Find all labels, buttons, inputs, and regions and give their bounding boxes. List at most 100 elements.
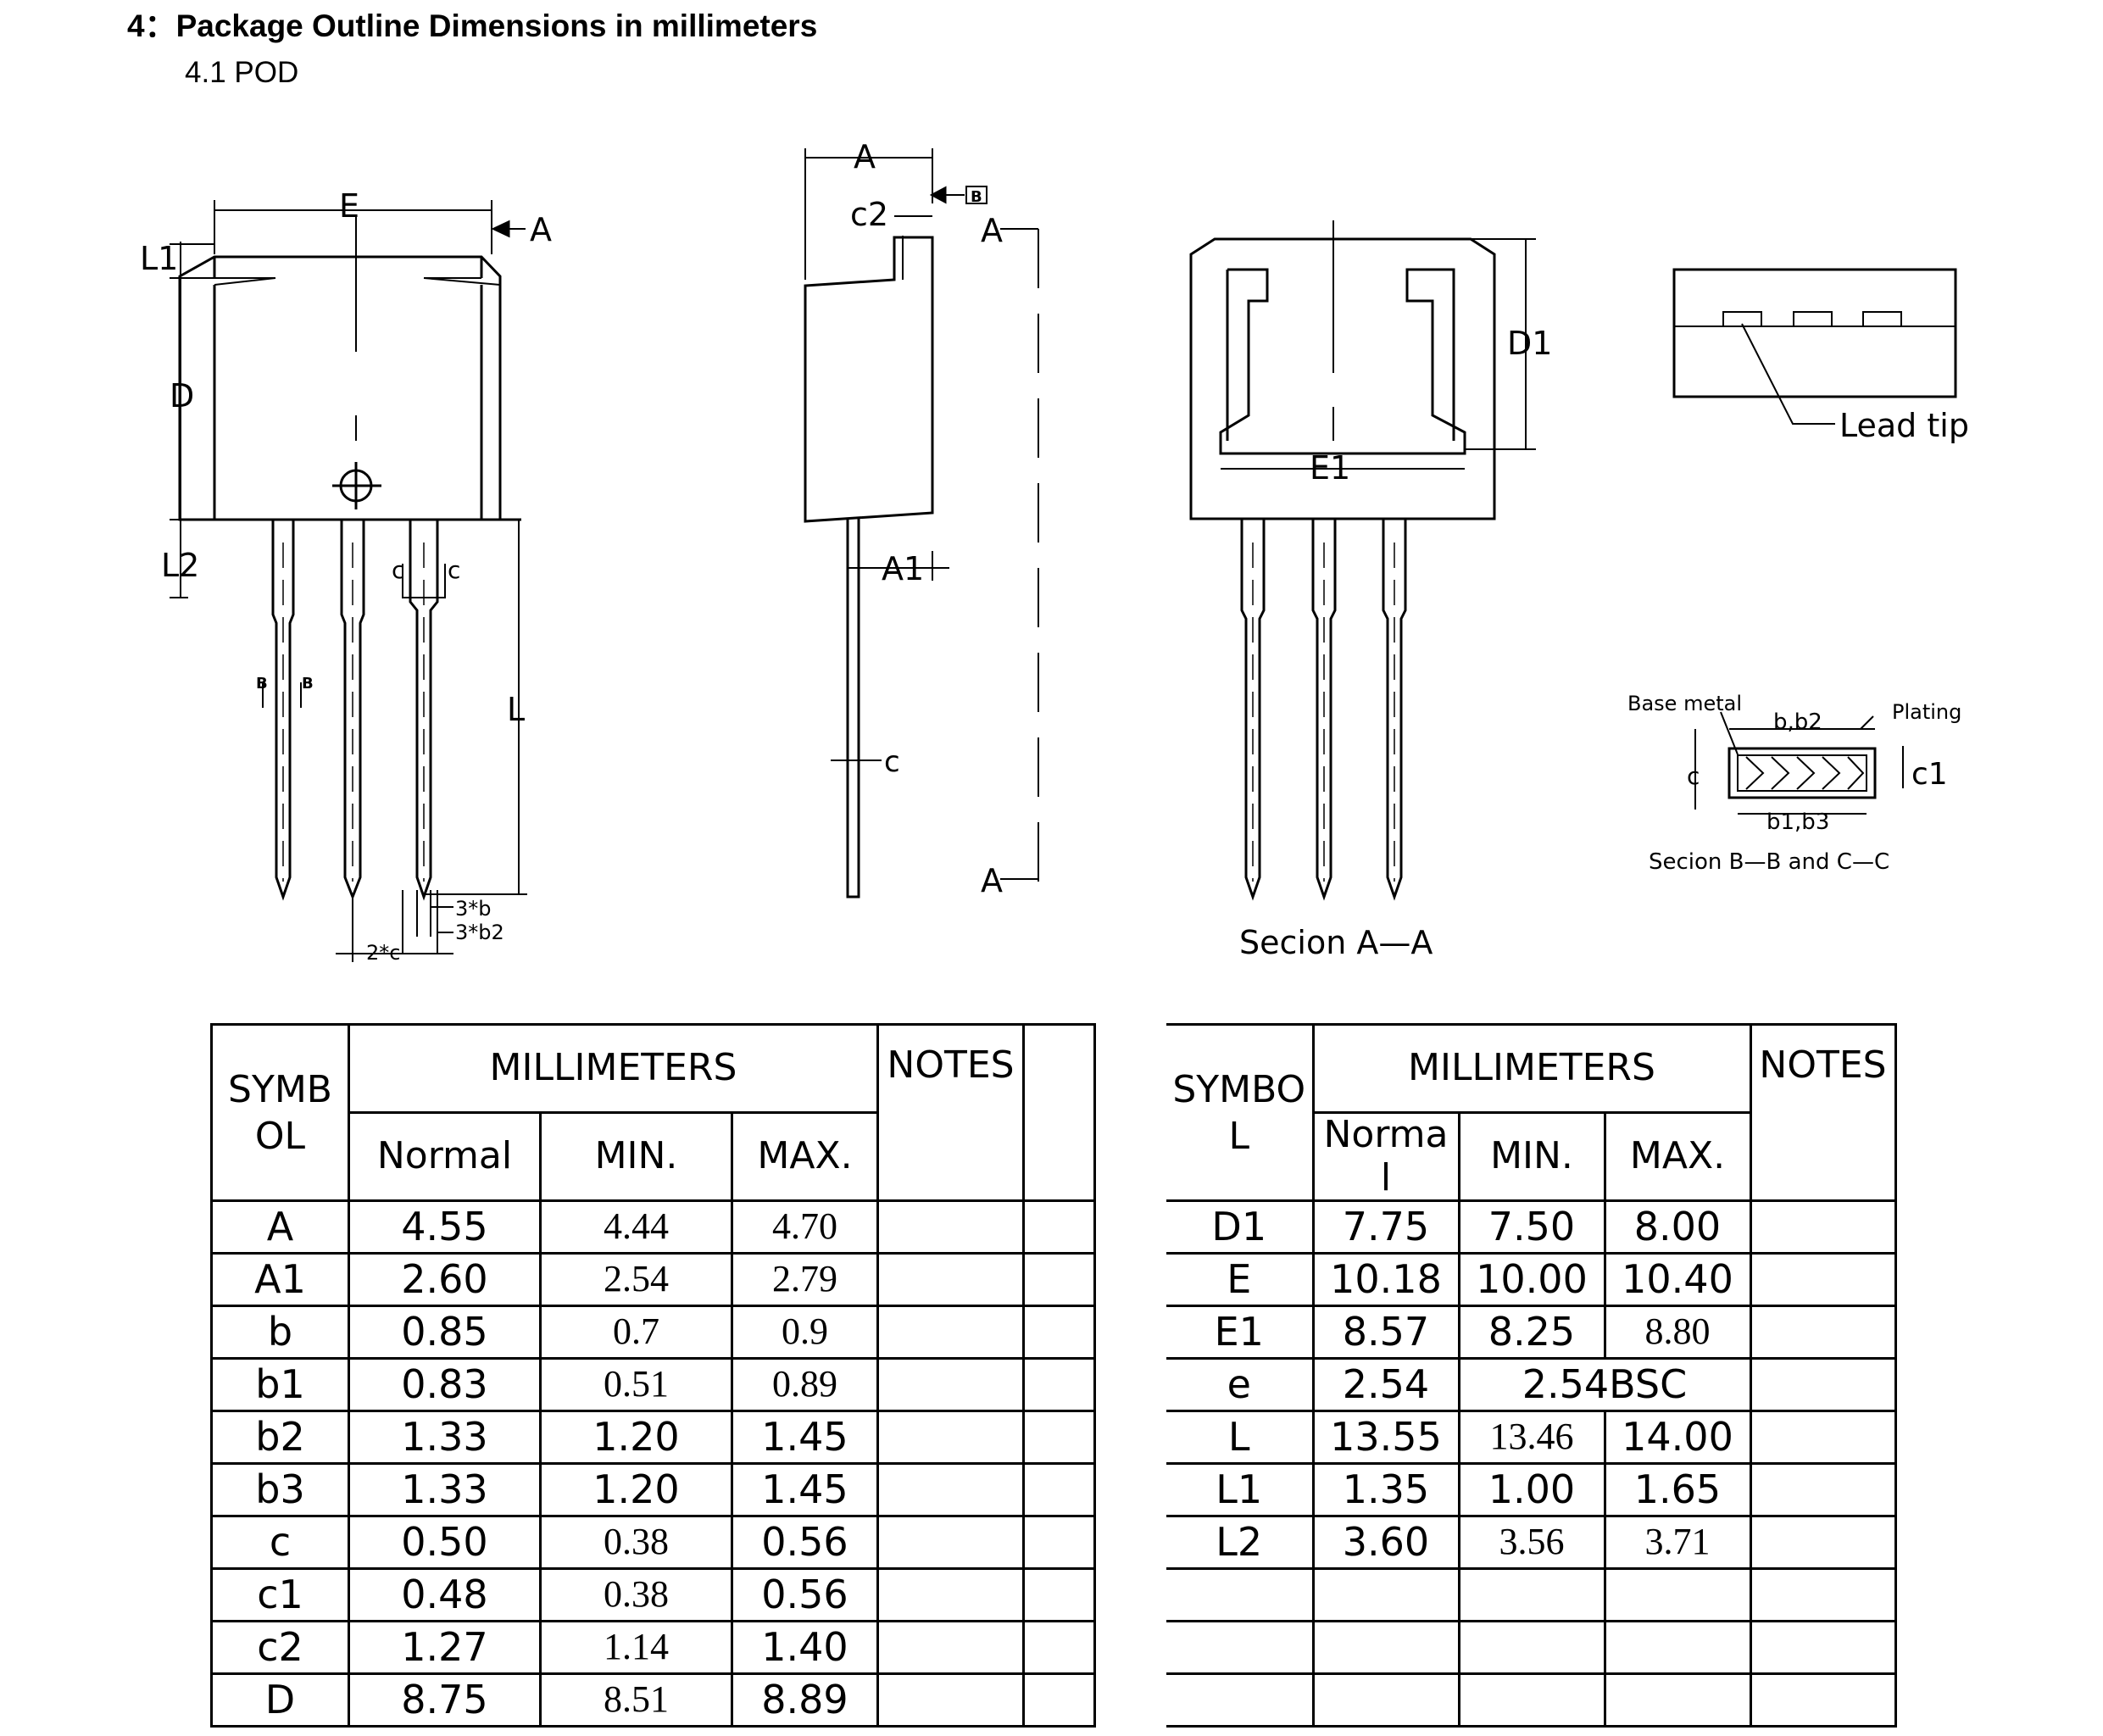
cell-symbol: E xyxy=(1166,1252,1315,1308)
table-row: L1 1.35 1.00 1.65 xyxy=(1166,1462,1897,1518)
cell-symbol: b xyxy=(210,1305,350,1360)
table-row xyxy=(1166,1620,1897,1676)
dim-label-b-b2: b,b2 xyxy=(1773,709,1822,735)
table-row xyxy=(1166,1672,1897,1728)
cell-normal: 3.60 xyxy=(1311,1515,1460,1571)
table-row: e 2.54 2.54BSC xyxy=(1166,1357,1897,1413)
dim-label-3b2: 3*b2 xyxy=(455,921,504,944)
cell-normal: 2.60 xyxy=(348,1252,542,1307)
cell-normal: 10.18 xyxy=(1311,1252,1460,1308)
cell-notes xyxy=(876,1199,1025,1255)
cell-min: 2.54 xyxy=(539,1252,733,1307)
cell-blank xyxy=(1022,1410,1096,1465)
cell-normal: 8.75 xyxy=(348,1672,542,1728)
cell-symbol: b2 xyxy=(210,1410,350,1465)
cell-notes xyxy=(876,1672,1025,1728)
cell-normal: 4.55 xyxy=(348,1199,542,1255)
cell-notes xyxy=(1749,1515,1897,1571)
cell-max: 0.56 xyxy=(731,1567,879,1622)
cell-notes xyxy=(1749,1357,1897,1413)
cell-blank xyxy=(1022,1515,1096,1570)
cell-notes xyxy=(1749,1305,1897,1360)
cell-empty xyxy=(1603,1620,1752,1676)
notes-header: NOTES xyxy=(876,1023,1025,1202)
table-row: A1 2.60 2.54 2.79 xyxy=(210,1252,1096,1307)
cell-min: 8.25 xyxy=(1457,1305,1606,1360)
cell-max: 8.00 xyxy=(1603,1199,1752,1255)
dimensions-table-left: SYMB OL MILLIMETERS NOTES Normal MIN. MA… xyxy=(210,1023,1096,1728)
dim-label-D1: D1 xyxy=(1507,325,1552,362)
dim-label-b1-b3: b1,b3 xyxy=(1766,810,1829,835)
cell-max: 1.45 xyxy=(731,1410,879,1465)
cell-max: 1.40 xyxy=(731,1620,879,1675)
cell-max: 4.70 xyxy=(731,1199,879,1255)
section-mark-b-right: B xyxy=(302,675,314,693)
cell-max: 3.71 xyxy=(1603,1515,1752,1571)
dim-label-c-section: c xyxy=(1687,762,1700,790)
cell-normal: 1.33 xyxy=(348,1462,542,1517)
cell-normal: 0.85 xyxy=(348,1305,542,1360)
dim-label-L2: L2 xyxy=(161,547,199,584)
cell-symbol: A1 xyxy=(210,1252,350,1307)
table-right-body: D1 7.75 7.50 8.00 E 10.18 10.00 10.40 E1… xyxy=(1166,1199,1897,1728)
cell-normal: 1.27 xyxy=(348,1620,542,1675)
table-row: D 8.75 8.51 8.89 xyxy=(210,1672,1096,1728)
notes-header: NOTES xyxy=(1749,1022,1897,1203)
cell-blank xyxy=(1022,1462,1096,1517)
cell-empty xyxy=(1166,1567,1315,1623)
cell-notes xyxy=(876,1357,1025,1412)
section-bb-caption: Secion B—B and C—C xyxy=(1649,849,1889,875)
table-row: L2 3.60 3.56 3.71 xyxy=(1166,1515,1897,1571)
cell-max: 0.9 xyxy=(731,1305,879,1360)
table-row: b 0.85 0.7 0.9 xyxy=(210,1305,1096,1360)
cell-empty xyxy=(1311,1620,1460,1676)
cell-symbol: c1 xyxy=(210,1567,350,1622)
dim-label-2c: 2*c xyxy=(366,941,400,965)
cell-max: 8.89 xyxy=(731,1672,879,1728)
page-subheading: 4.1 POD xyxy=(185,56,299,89)
table-row: c1 0.48 0.38 0.56 xyxy=(210,1567,1096,1622)
cell-empty xyxy=(1166,1672,1315,1728)
dim-label-L: L xyxy=(507,691,525,728)
cell-min: 8.51 xyxy=(539,1672,733,1728)
cell-blank xyxy=(1022,1620,1096,1675)
cell-notes xyxy=(876,1252,1025,1307)
dim-label-c1: c1 xyxy=(1911,757,1948,792)
table-row: A 4.55 4.44 4.70 xyxy=(210,1199,1096,1255)
symbol-header: SYMBO L xyxy=(1166,1022,1315,1203)
cell-symbol: D1 xyxy=(1166,1199,1315,1255)
col-normal: Normal xyxy=(348,1111,542,1202)
cell-min: 10.00 xyxy=(1457,1252,1606,1308)
cell-max: 2.79 xyxy=(731,1252,879,1307)
cell-normal: 0.48 xyxy=(348,1567,542,1622)
symbol-header: SYMB OL xyxy=(210,1023,350,1202)
cell-blank xyxy=(1022,1672,1096,1728)
cell-min: 0.7 xyxy=(539,1305,733,1360)
cell-min: 4.44 xyxy=(539,1199,733,1255)
cell-symbol: L2 xyxy=(1166,1515,1315,1571)
cell-min: 7.50 xyxy=(1457,1199,1606,1255)
cell-normal: 0.83 xyxy=(348,1357,542,1412)
col-min: MIN. xyxy=(1457,1110,1606,1203)
cell-blank xyxy=(1022,1567,1096,1622)
table-left-body: A 4.55 4.44 4.70 A1 2.60 2.54 2.79 b 0.8… xyxy=(210,1199,1096,1728)
front-view xyxy=(170,200,527,962)
cell-empty xyxy=(1311,1672,1460,1728)
cell-normal: 1.35 xyxy=(1311,1462,1460,1518)
page-heading: 4：Package Outline Dimensions in millimet… xyxy=(127,8,818,43)
cell-max: 10.40 xyxy=(1603,1252,1752,1308)
dim-label-E: E xyxy=(339,187,359,225)
side-dim-label-c: c xyxy=(884,745,900,779)
cell-notes xyxy=(876,1620,1025,1675)
cell-empty xyxy=(1603,1672,1752,1728)
cell-blank xyxy=(1022,1199,1096,1255)
cell-min: 1.00 xyxy=(1457,1462,1606,1518)
cell-bsc: 2.54BSC xyxy=(1457,1357,1752,1413)
table-row: b2 1.33 1.20 1.45 xyxy=(210,1410,1096,1465)
table-row: b3 1.33 1.20 1.45 xyxy=(210,1462,1096,1517)
dim-label-3b: 3*b xyxy=(455,897,492,921)
cell-symbol: c xyxy=(210,1515,350,1570)
cell-blank xyxy=(1022,1357,1096,1412)
cell-empty xyxy=(1749,1672,1897,1728)
section-mark-b-left: B xyxy=(256,675,268,693)
